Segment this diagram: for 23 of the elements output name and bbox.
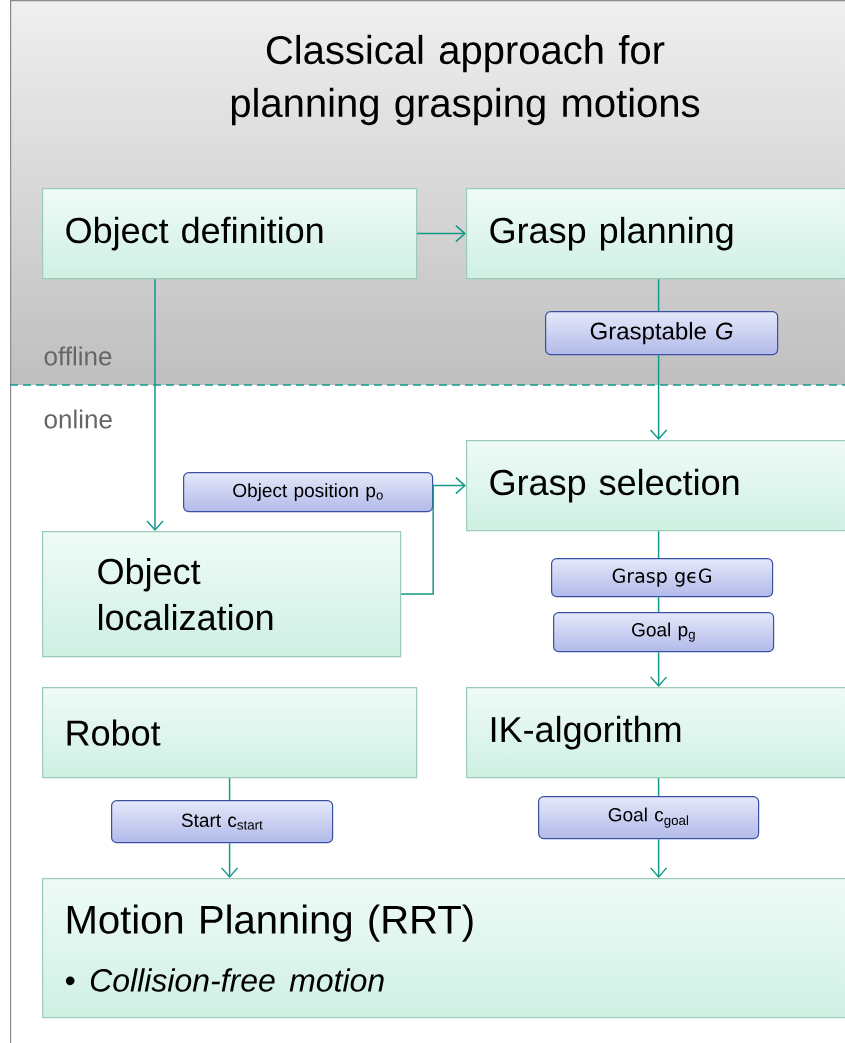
region-label: online xyxy=(44,409,112,429)
arrow xyxy=(649,838,668,878)
title: Classical approach for planning grasping motions xyxy=(231,34,700,126)
region-label: offline xyxy=(44,346,112,366)
data-tag: Goal c$_{goal}$ xyxy=(538,796,760,840)
process-box: Object localization xyxy=(42,531,402,658)
process-box: IK-algorithm xyxy=(466,687,845,779)
arrow xyxy=(649,651,668,687)
arrow xyxy=(400,476,466,595)
data-tag: Object position p$_{o}$ xyxy=(183,472,434,513)
arrow xyxy=(220,842,239,878)
data-tag: Start c$_{start}$ xyxy=(111,800,334,844)
process-box: Object definition xyxy=(42,188,418,280)
process-box: Robot xyxy=(42,687,418,779)
arrow xyxy=(146,278,164,531)
data-tag: Grasptable G xyxy=(545,311,779,356)
arrow xyxy=(416,224,466,243)
arrow xyxy=(649,354,668,440)
process-box: Motion Planning (RRT) • Collision-free motion xyxy=(42,878,845,1019)
process-box: Grasp selection xyxy=(466,440,845,532)
process-box: Grasp planning xyxy=(466,188,845,280)
data-tag: Goal p$_{g}$ xyxy=(553,612,775,653)
data-tag: Grasp gϵG xyxy=(551,558,774,598)
